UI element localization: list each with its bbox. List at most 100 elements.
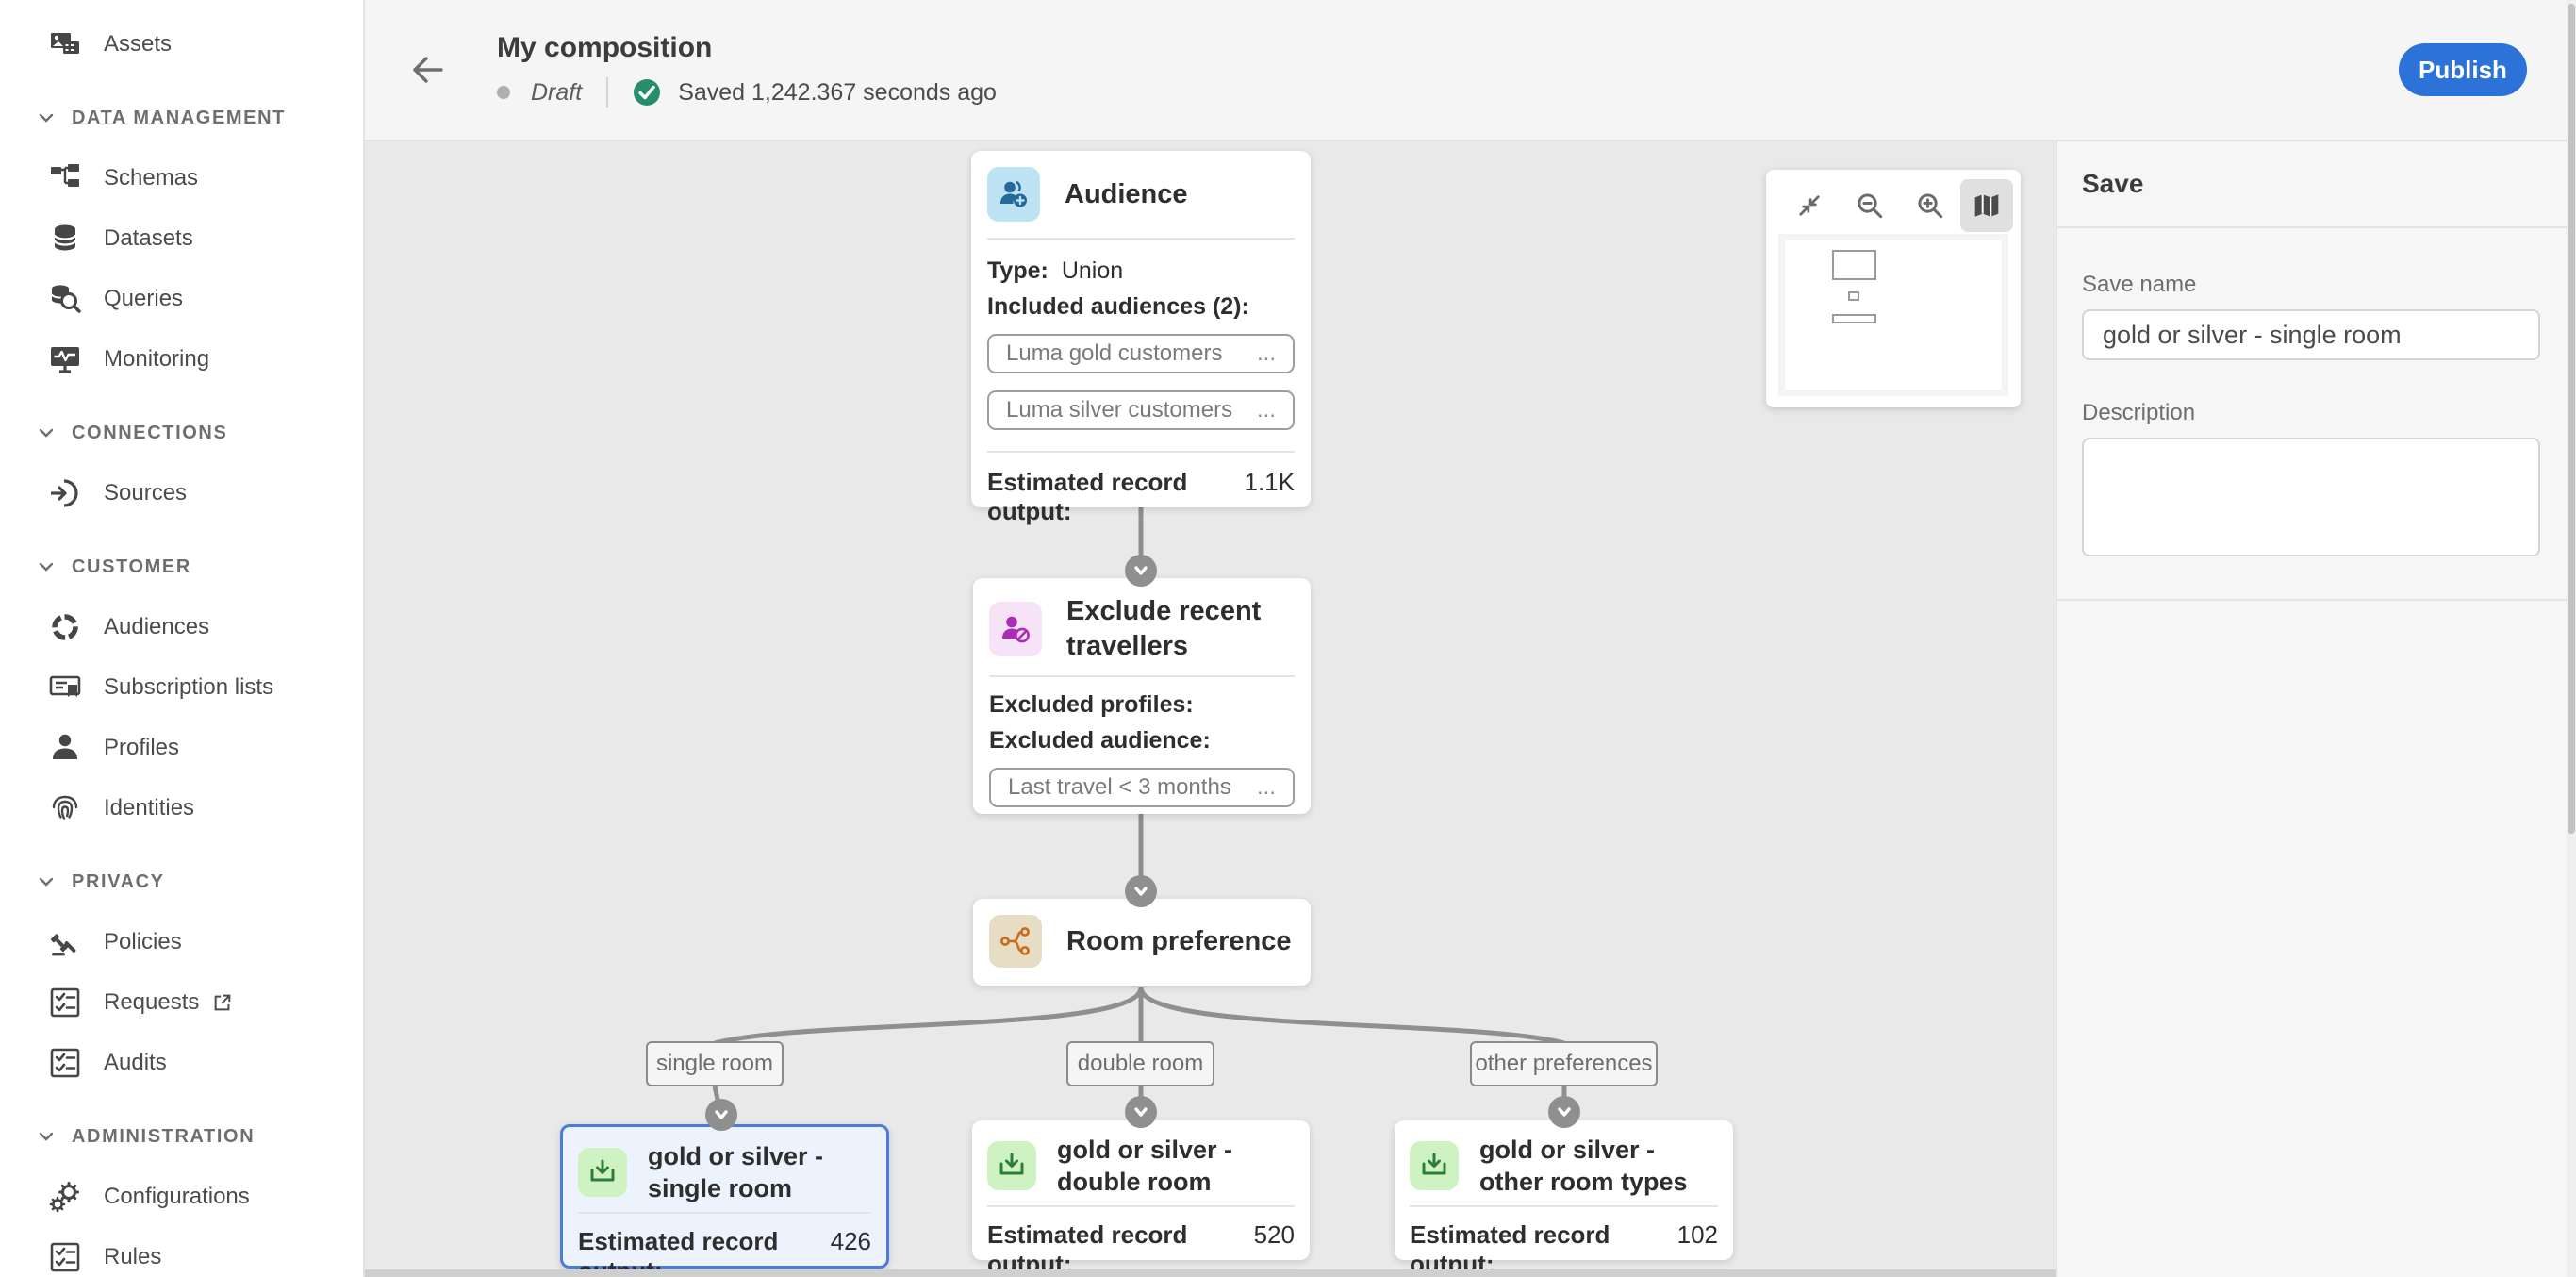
exclude-node-body: Excluded profiles: Excluded audience: La… [973,677,1311,826]
output-node-other-room-types[interactable]: gold or silver - other room types Estima… [1395,1120,1733,1277]
draft-status-label: Draft [531,78,583,106]
exclude-node[interactable]: Exclude recent travellers Excluded profi… [973,578,1311,814]
canvas-toolbar [1766,170,2021,240]
sidebar-item-schemas[interactable]: Schemas [0,148,363,208]
sidebar-item-profiles[interactable]: Profiles [0,718,363,778]
included-audiences-label: Included audiences (2): [987,293,1249,320]
audience-chip-luma-silver[interactable]: Luma silver customers ... [987,390,1295,430]
sidebar-item-requests[interactable]: Requests [0,972,363,1033]
left-nav-sidebar: Assets DATA MANAGEMENT Schemas Datasets [0,0,365,1277]
audience-node-title: Audience [1065,178,1188,209]
connector-chevron-badge [1125,1096,1157,1128]
sidebar-item-label: Assets [104,31,173,57]
connector-chevron-badge [1125,555,1157,587]
status-row: Draft Saved 1,242.367 seconds ago [497,77,997,108]
chevron-down-icon [36,423,57,443]
estimated-output-row: Estimated record output: 102 [1410,1220,1718,1277]
excluded-profiles-label: Excluded profiles: [989,691,1194,718]
sidebar-section-customer[interactable]: CUSTOMER [0,537,363,597]
chevron-down-icon [36,108,57,128]
minimap-node-rect [1832,250,1876,280]
branch-label-double-room[interactable]: double room [1066,1041,1214,1086]
sidebar-item-label: Audits [104,1050,167,1075]
output-node-single-room[interactable]: gold or silver - single room Estimated r… [560,1124,889,1277]
divider [578,1212,871,1214]
save-panel-form: Save name Description [2057,228,2576,601]
audience-chip-luma-gold[interactable]: Luma gold customers ... [987,334,1295,373]
save-panel-header: Save [2057,141,2576,228]
excluded-audience-chip[interactable]: Last travel < 3 months ... [989,768,1295,807]
title-block: My composition Draft Saved 1,242.367 sec… [497,32,997,108]
audiences-icon [47,609,83,645]
sidebar-section-administration[interactable]: ADMINISTRATION [0,1106,363,1167]
description-input[interactable] [2082,438,2540,556]
sidebar-item-label: Policies [104,929,182,954]
zoom-out-button[interactable] [1843,179,1896,232]
sources-icon [47,475,83,511]
schemas-icon [47,160,83,196]
composition-header: My composition Draft Saved 1,242.367 sec… [365,0,2576,141]
sidebar-item-assets[interactable]: Assets [0,14,363,75]
sidebar-item-identities[interactable]: Identities [0,778,363,838]
sidebar-section-data-management[interactable]: DATA MANAGEMENT [0,88,363,148]
saved-check-icon [633,78,661,107]
audits-icon [47,1045,83,1081]
canvas-horizontal-scrollbar[interactable] [365,1269,2056,1277]
sidebar-item-audits[interactable]: Audits [0,1033,363,1093]
estimated-output-row: Estimated record output: 1.1K [987,468,1296,525]
sidebar-section-connections[interactable]: CONNECTIONS [0,403,363,463]
chip-more-button[interactable]: ... [1256,397,1276,423]
sidebar-item-policies[interactable]: Policies [0,912,363,972]
output-node-double-room[interactable]: gold or silver - double room Estimated r… [972,1120,1310,1277]
back-button[interactable] [403,45,452,94]
composition-canvas[interactable]: Audience Type:Union Included audiences (… [365,141,2056,1277]
sidebar-item-label: Profiles [104,735,180,760]
audience-node[interactable]: Audience Type:Union Included audiences (… [971,151,1311,525]
sidebar-item-label: Rules [104,1244,162,1269]
exclude-audience-icon [989,602,1042,656]
sidebar-section-privacy[interactable]: PRIVACY [0,852,363,912]
sidebar-item-audiences[interactable]: Audiences [0,597,363,657]
zoom-in-button[interactable] [1904,179,1957,232]
estimated-output-value: 426 [830,1227,871,1255]
spacer [2082,360,2538,400]
page-vertical-scrollbar[interactable] [2567,0,2576,1277]
divider [987,238,1295,240]
saved-status-text: Saved 1,242.367 seconds ago [678,78,997,106]
configurations-icon [47,1179,83,1215]
identities-icon [47,790,83,826]
chip-more-button[interactable]: ... [1256,774,1276,800]
minimap-node-rect [1832,314,1876,323]
split-node[interactable]: Room preference [973,899,1311,986]
sidebar-item-datasets[interactable]: Datasets [0,208,363,269]
output-node-title: gold or silver - other room types [1479,1136,1688,1196]
chevron-down-icon [36,1126,57,1147]
sidebar-item-label: Schemas [104,165,199,191]
sidebar-item-queries[interactable]: Queries [0,269,363,329]
map-toggle-button[interactable] [1960,178,2013,232]
chevron-down-icon [36,871,57,892]
sidebar-item-label: Requests [104,989,200,1015]
sidebar-item-subscription-lists[interactable]: Subscription lists [0,657,363,718]
rules-icon [47,1239,83,1275]
minimap-viewport [1785,240,2002,390]
branch-label-other-preferences[interactable]: other preferences [1470,1041,1658,1086]
sidebar-item-monitoring[interactable]: Monitoring [0,329,363,390]
sidebar-item-sources[interactable]: Sources [0,463,363,523]
publish-button[interactable]: Publish [2399,43,2527,96]
sidebar-item-configurations[interactable]: Configurations [0,1167,363,1227]
requests-icon [47,985,83,1020]
estimated-output-value: 102 [1676,1220,1718,1249]
split-icon [989,915,1042,968]
branch-label-single-room[interactable]: single room [646,1041,784,1086]
chip-more-button[interactable]: ... [1256,340,1276,366]
estimated-output-value: 1.1K [1244,468,1296,496]
split-node-title: Room preference [1066,925,1292,956]
audience-type-row: Type:Union [987,253,1295,289]
minimap[interactable] [1778,234,2008,396]
fit-to-screen-button[interactable] [1783,179,1836,232]
chevron-down-icon [36,556,57,577]
scrollbar-thumb[interactable] [2568,4,2575,834]
sidebar-item-rules[interactable]: Rules [0,1227,363,1277]
save-name-input[interactable] [2082,309,2540,360]
